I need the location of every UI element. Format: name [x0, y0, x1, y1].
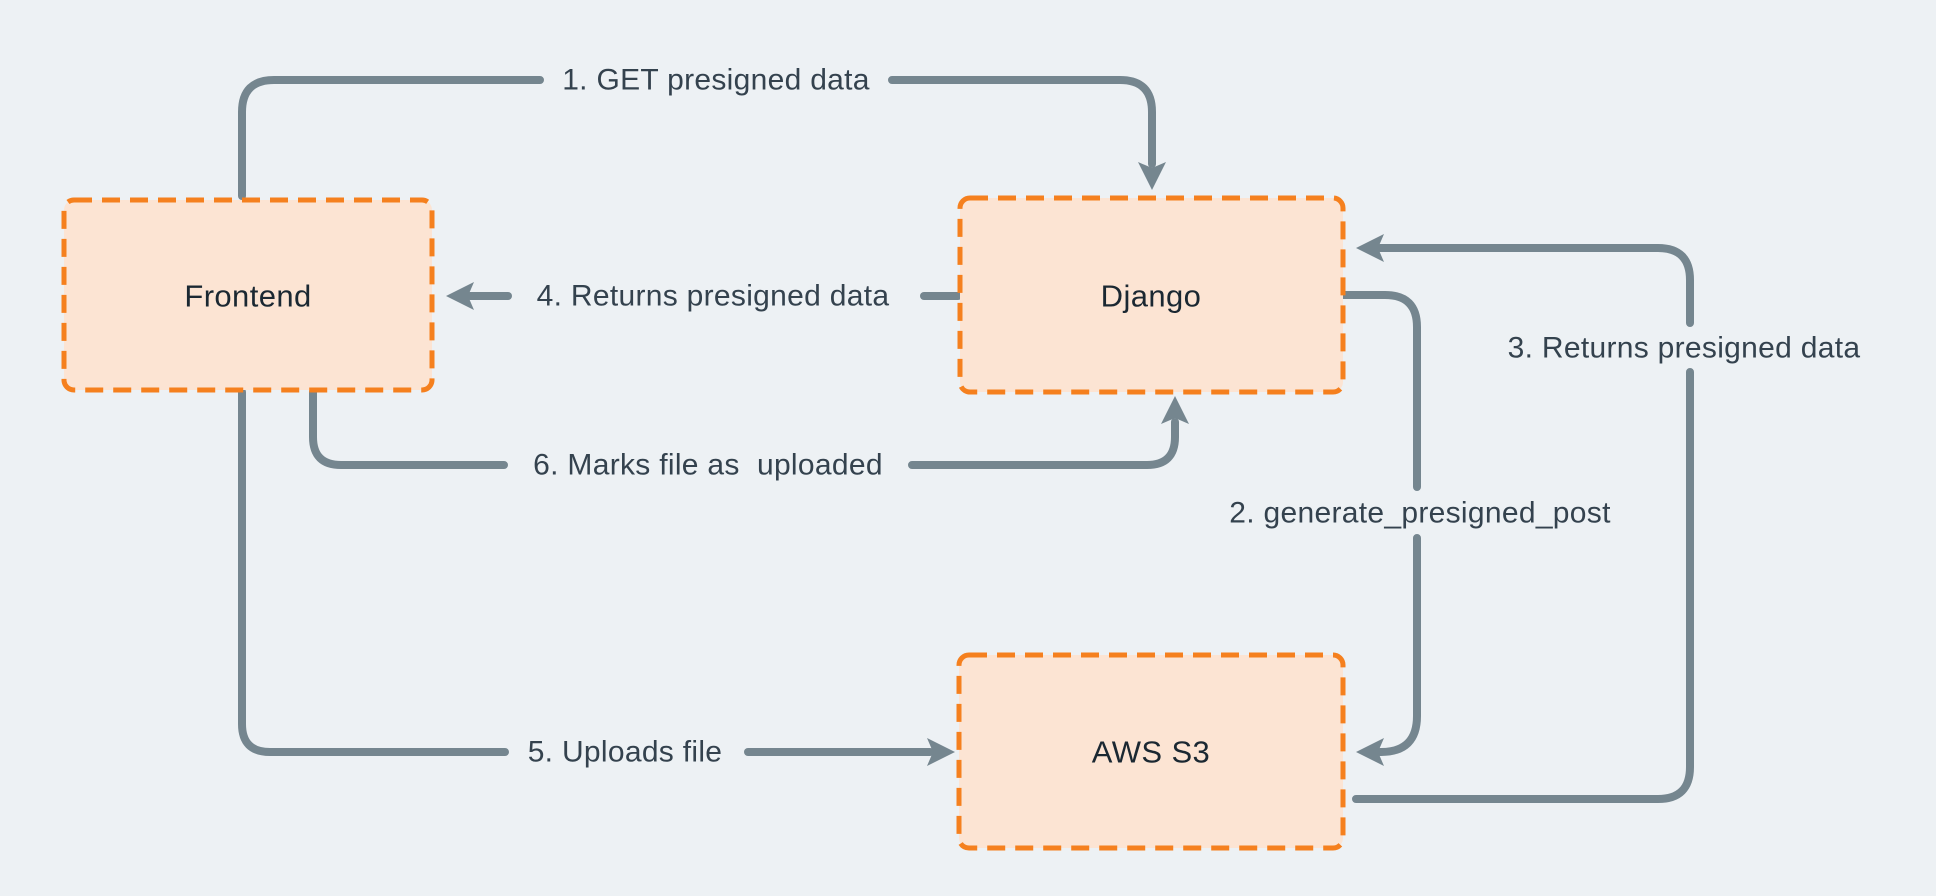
- edge-3-segment-top: [1376, 244, 1694, 327]
- edge-2-segment-bottom: [1376, 534, 1421, 756]
- edge-5-uploads-file: [238, 388, 955, 766]
- edge-3-arrowhead-left: [1356, 234, 1384, 262]
- edge-3-label: 3. Returns presigned data: [1508, 332, 1861, 365]
- node-frontend-label: Frontend: [184, 279, 311, 314]
- edge-6-arrowhead-up: [1161, 396, 1189, 424]
- node-frontend-box: [61, 197, 435, 393]
- edge-5-arrowhead-right: [927, 738, 955, 766]
- node-aws-s3: AWS S3: [956, 652, 1346, 851]
- edge-2-arrowhead-left: [1356, 738, 1384, 766]
- edge-3-returns-presigned-data: [1352, 234, 1694, 803]
- edge-6-marks-file-uploaded: [309, 388, 1189, 469]
- node-django-box: [957, 195, 1346, 395]
- edge-2-generate-presigned-post: [1339, 291, 1421, 766]
- edge-5-segment-left: [238, 388, 509, 756]
- edge-1-segment-right: [888, 76, 1156, 168]
- edge-6-label: 6. Marks file as uploaded: [533, 449, 883, 482]
- edge-4-arrowhead-left: [446, 282, 474, 310]
- node-aws-s3-label: AWS S3: [1092, 735, 1210, 770]
- edge-2-segment-top: [1339, 291, 1421, 491]
- edge-1-arrowhead-down: [1138, 162, 1166, 190]
- edge-1-get-presigned-data: [238, 76, 1166, 200]
- edge-5-label: 5. Uploads file: [528, 736, 723, 769]
- node-frontend: Frontend: [61, 197, 435, 393]
- node-django-label: Django: [1101, 279, 1202, 314]
- edge-4-label: 4. Returns presigned data: [537, 280, 890, 313]
- edge-1-label: 1. GET presigned data: [562, 64, 870, 97]
- node-aws-s3-box: [956, 652, 1346, 851]
- edge-4-returns-presigned-data: [446, 282, 962, 310]
- node-django: Django: [957, 195, 1346, 395]
- edge-6-segment-right: [908, 418, 1179, 469]
- edge-1-segment-left: [238, 76, 544, 200]
- edge-2-label: 2. generate_presigned_post: [1229, 497, 1611, 530]
- edge-6-segment-left: [309, 388, 508, 469]
- edge-3-segment-bottom: [1352, 368, 1694, 803]
